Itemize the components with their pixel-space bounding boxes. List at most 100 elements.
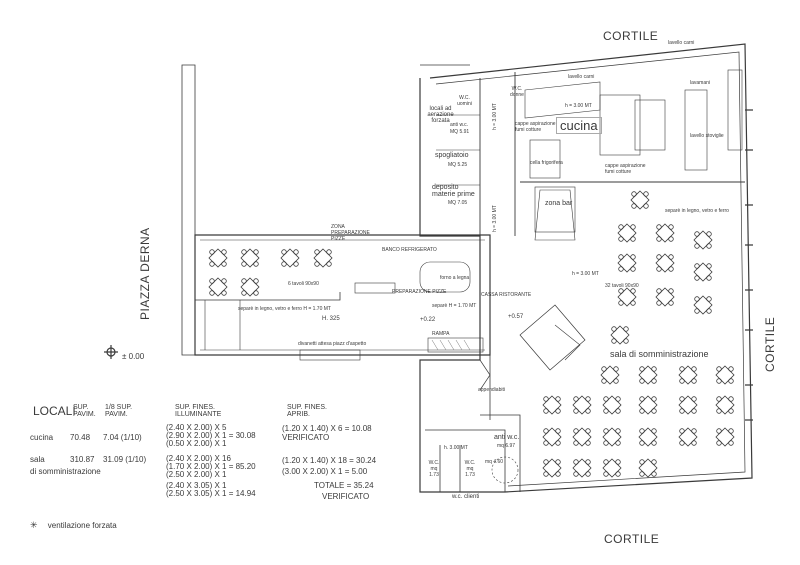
chair [573, 471, 579, 477]
cucina-label: cucina [556, 117, 602, 134]
chair [728, 366, 734, 372]
chair [716, 428, 722, 434]
chair [643, 191, 649, 197]
chair [618, 224, 624, 230]
chair [555, 471, 561, 477]
chair [691, 440, 697, 446]
chair [706, 231, 712, 237]
chair [694, 243, 700, 249]
chair [630, 236, 636, 242]
chair [679, 408, 685, 414]
dining-table [693, 262, 713, 282]
sala-ottavo: 31.09 (1/10) [103, 455, 147, 464]
chair [639, 366, 645, 372]
sala-row-name2: di somministrazione [30, 467, 101, 476]
height-label: h = 3.00 MT [492, 205, 498, 232]
cucina-row-name: cucina [30, 433, 54, 442]
chair [668, 224, 674, 230]
chair [728, 440, 734, 446]
chair [555, 440, 561, 446]
chair [651, 459, 657, 465]
sala-height: h = 3.00 MT [572, 271, 599, 277]
chair [630, 224, 636, 230]
height-label: h = 3.00 MT [492, 103, 498, 130]
dining-table [542, 427, 562, 447]
chair [221, 249, 227, 255]
chair [555, 408, 561, 414]
dining-table [610, 325, 630, 345]
anti-wc-mq: MQ 5.91 [450, 129, 470, 135]
chair [651, 428, 657, 434]
chair [601, 378, 607, 384]
chair [656, 236, 662, 242]
chair [668, 266, 674, 272]
dining-table [638, 427, 658, 447]
cortile-bottom-label: CORTILE [604, 532, 660, 546]
chair [668, 300, 674, 306]
wc-clienti-label: w.c. clienti [452, 494, 480, 500]
cucina-ottavo: 7.04 (1/10) [103, 433, 142, 442]
chair [585, 396, 591, 402]
chair [253, 261, 259, 267]
tavoli-sala-label: 32 tavoli 90x90 [605, 283, 639, 289]
outer-wall [419, 43, 753, 493]
chair [728, 408, 734, 414]
dining-table [715, 427, 735, 447]
chair [585, 408, 591, 414]
chair [668, 236, 674, 242]
chair [656, 266, 662, 272]
chair [706, 243, 712, 249]
chair [615, 459, 621, 465]
h325-label: H. 325 [322, 316, 340, 322]
chair [694, 308, 700, 314]
dining-table [602, 427, 622, 447]
chair [615, 428, 621, 434]
chair [293, 261, 299, 267]
dining-table [542, 395, 562, 415]
chair [631, 203, 637, 209]
dining-table [638, 365, 658, 385]
legend-item: ✳ ventilazione forzata [30, 520, 117, 531]
anti-wc-bottom-label: anti w.c. [494, 434, 520, 441]
chair [613, 378, 619, 384]
chair [651, 471, 657, 477]
chair [585, 440, 591, 446]
chair [656, 254, 662, 260]
dining-table [600, 365, 620, 385]
tavoli-pizz-label: 6 tavoli 90x90 [288, 281, 319, 287]
datum-label: ± 0.00 [122, 352, 145, 361]
chair [639, 378, 645, 384]
chair [611, 338, 617, 344]
cappe-label: cappe aspirazione fumi cotture [515, 121, 556, 133]
cappe-label: cappe aspirazione fumi cotture [605, 163, 646, 175]
sala-ill-line: (2.50 X 3.05) X 1 = 14.94 [166, 489, 256, 498]
chair [691, 408, 697, 414]
dining-table [602, 458, 622, 478]
aprib-header: SUP. FINES. APRIB. [287, 404, 327, 418]
cucina-height: h = 3.00 MT [565, 103, 592, 109]
dining-table [602, 395, 622, 415]
deposito-label: deposito materie prime [432, 184, 475, 198]
cucina-sup: 70.48 [70, 433, 91, 442]
chair [221, 261, 227, 267]
chair [543, 428, 549, 434]
chair [668, 254, 674, 260]
dining-table [638, 458, 658, 478]
dining-table [693, 230, 713, 250]
separe-label: separè in legno, vetro e ferro H = 1.70 … [238, 306, 331, 312]
chair [241, 249, 247, 255]
chair [639, 459, 645, 465]
dining-table [240, 248, 260, 268]
sala-apr-line: (1.20 X 1.40) X 18 = 30.24 [282, 456, 377, 465]
sala-ill-line: (2.50 X 2.00) X 1 [166, 470, 227, 479]
chair [656, 224, 662, 230]
lavamani-label: lavamani [690, 80, 711, 86]
lavello-carni-label: lavello carni [568, 74, 595, 80]
deposito-mq: MQ 7.05 [448, 200, 468, 206]
chair [326, 249, 332, 255]
chair [651, 408, 657, 414]
locali-aerazione-label: locali ad aerazione forzata [427, 106, 454, 124]
chair [716, 440, 722, 446]
chair [543, 471, 549, 477]
